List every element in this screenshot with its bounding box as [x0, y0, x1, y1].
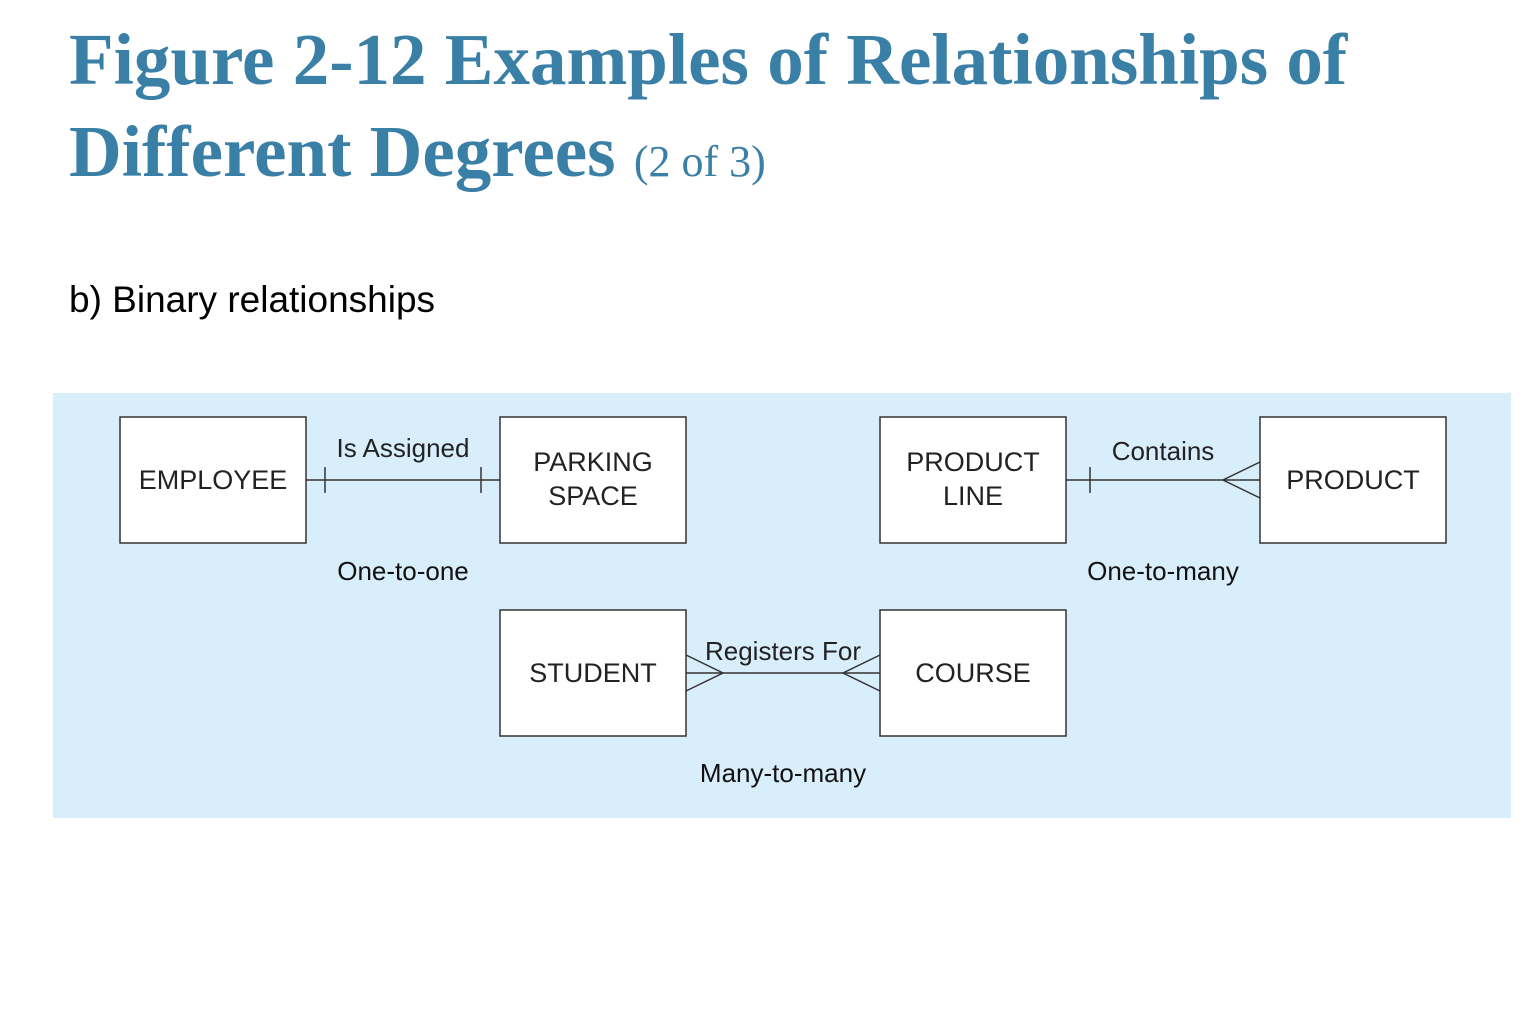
title-main: Figure 2-12 Examples of Relationships of… [69, 19, 1348, 192]
crowfoot-product [1221, 461, 1261, 499]
relationship-label-contains: Contains [1112, 436, 1215, 466]
entity-student-box [499, 609, 687, 737]
entity-product-box [1259, 416, 1447, 544]
cardinality-label-one-to-many: One-to-many [1087, 556, 1239, 586]
cardinality-label-one-to-one: One-to-one [337, 556, 469, 586]
entity-parking-space-label-line2: SPACE [548, 481, 638, 511]
relationship-label-registers-for: Registers For [705, 636, 861, 666]
entity-employee-label: EMPLOYEE [139, 465, 288, 495]
relationship-label-is-assigned: Is Assigned [337, 433, 470, 463]
er-diagram: EMPLOYEE PARKING SPACE Is Assigned One-t… [119, 416, 1447, 788]
title-suffix: (2 of 3) [633, 137, 766, 186]
entity-parking-space-box [499, 416, 687, 544]
cardinality-label-many-to-many: Many-to-many [700, 758, 866, 788]
entity-student-label: STUDENT [529, 658, 657, 688]
entity-product-label: PRODUCT [1286, 465, 1420, 495]
diagram-panel: EMPLOYEE PARKING SPACE Is Assigned One-t… [53, 393, 1511, 818]
subtitle: b) Binary relationships [69, 279, 436, 320]
entity-product-line-box [879, 416, 1067, 544]
crowfoot-student [685, 654, 725, 692]
entity-employee-box [119, 416, 307, 544]
entity-course-box [879, 609, 1067, 737]
entity-course-label: COURSE [915, 658, 1031, 688]
crowfoot-course [841, 654, 881, 692]
slide-title: Figure 2-12 Examples of Relationships of… [69, 14, 1509, 208]
entity-product-line-label-line1: PRODUCT [906, 447, 1040, 477]
entity-product-line-label-line2: LINE [943, 481, 1003, 511]
entity-parking-space-label-line1: PARKING [533, 447, 653, 477]
